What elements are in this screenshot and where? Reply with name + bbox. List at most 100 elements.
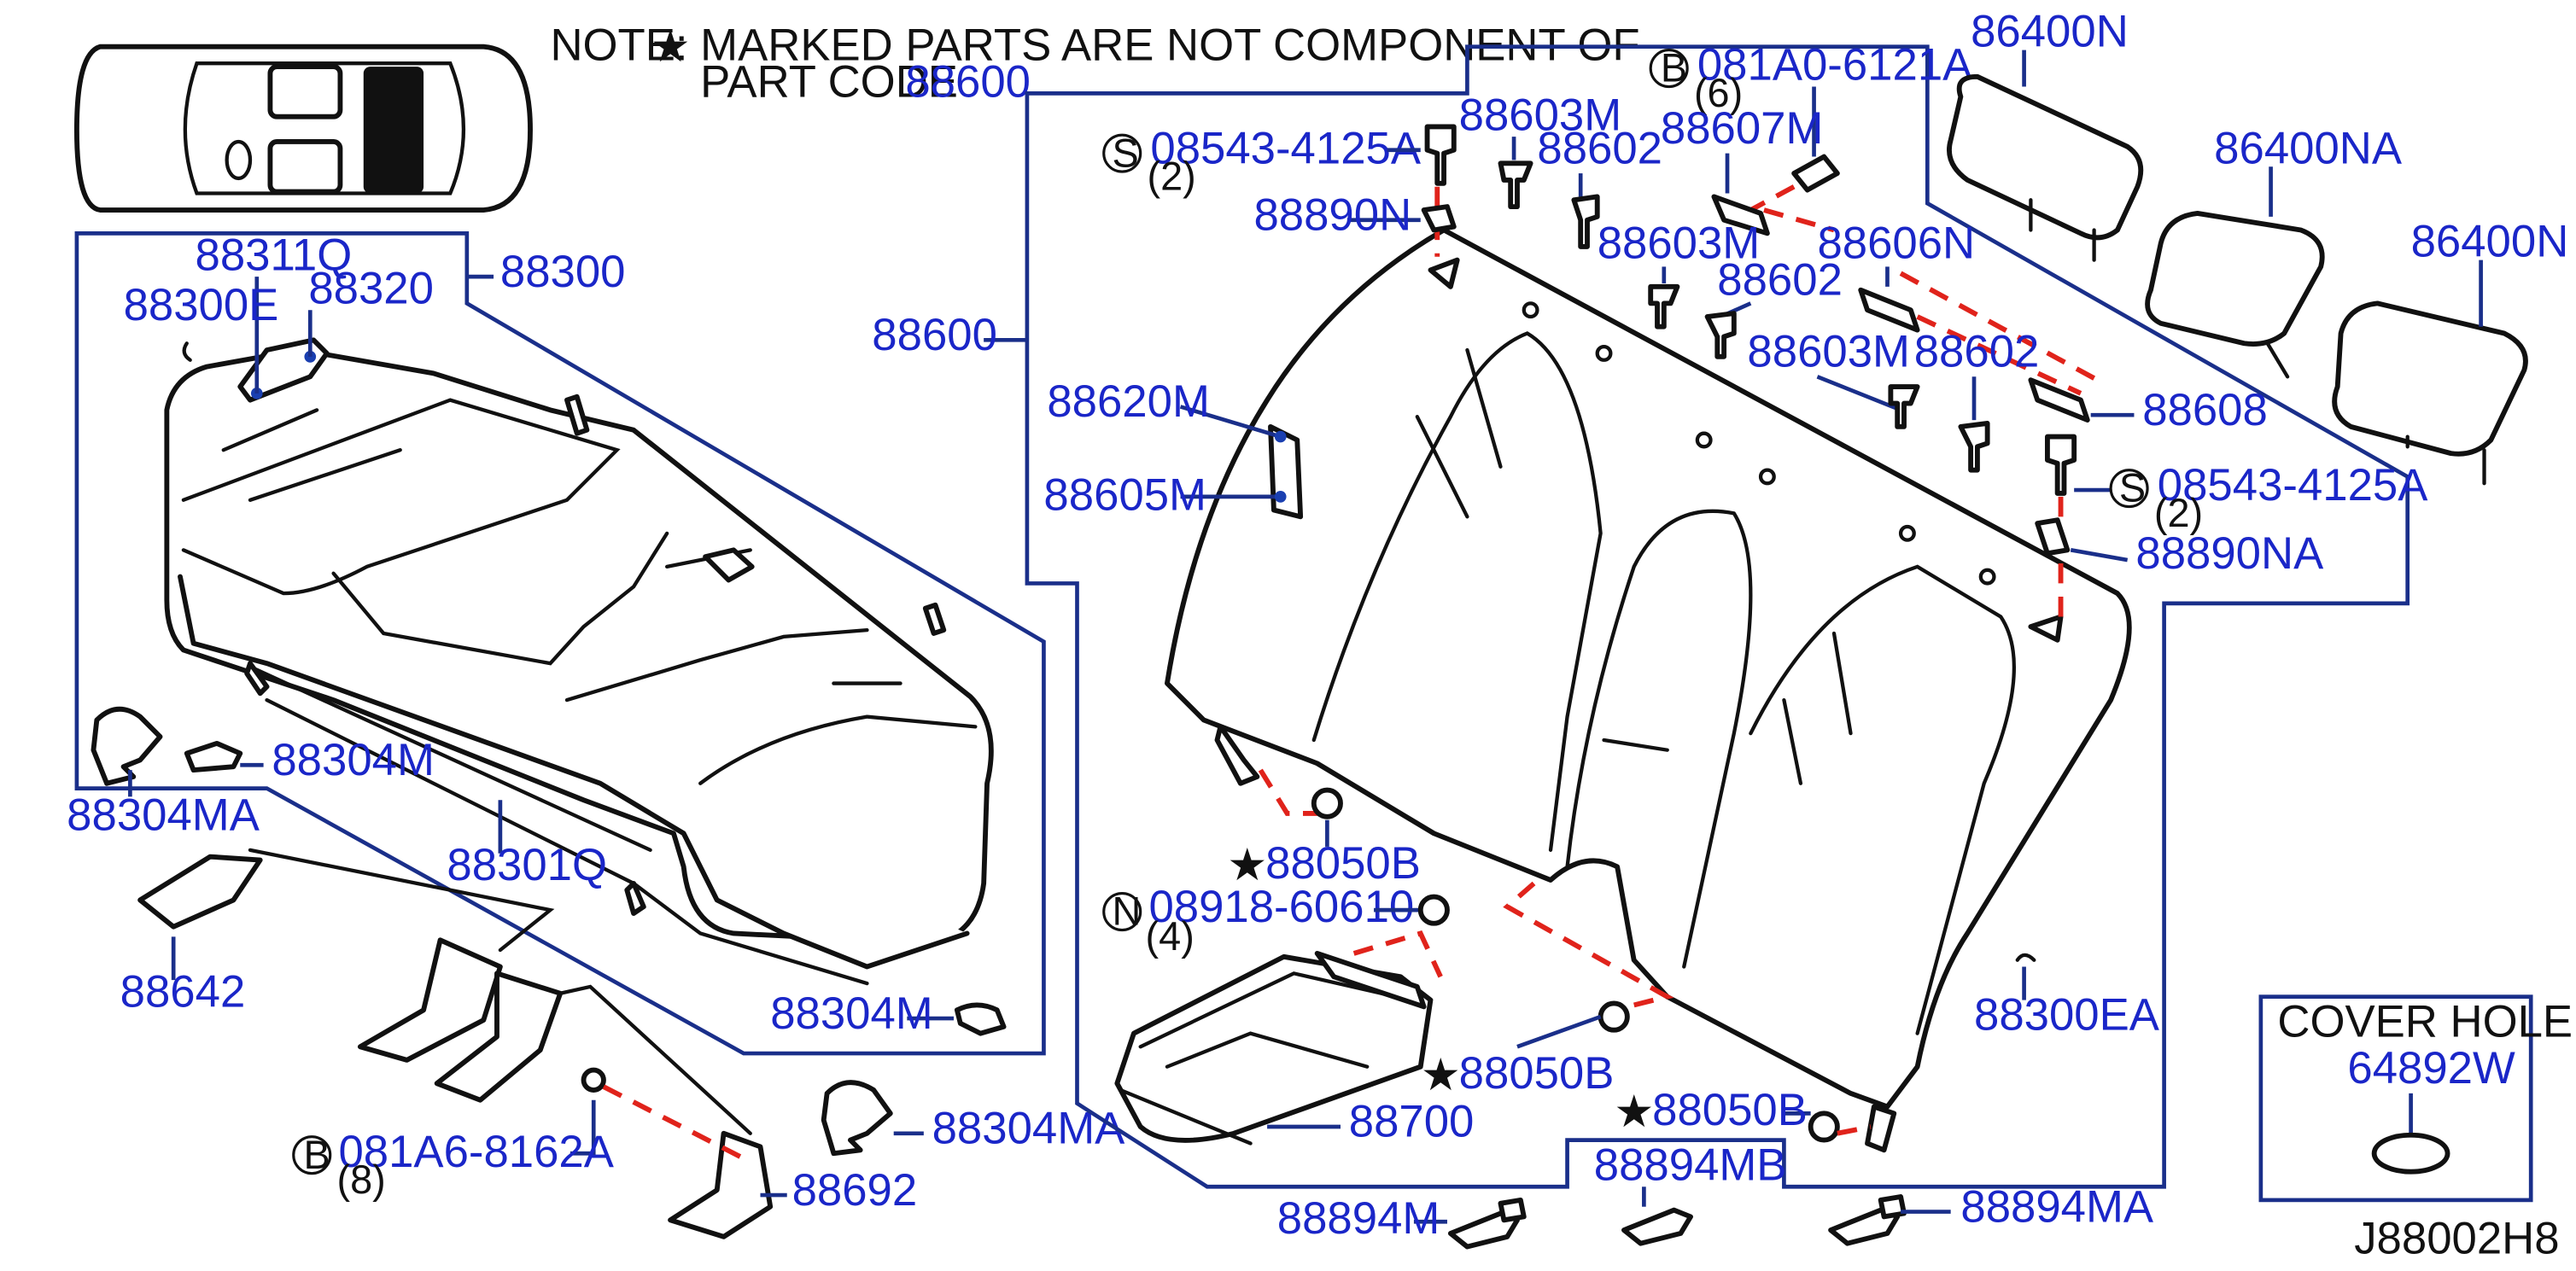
nut-icon-08918 — [1417, 894, 1450, 926]
clip-icon-88304M-a — [184, 740, 243, 773]
part-88050B-a[interactable]: 88050B — [1265, 838, 1421, 889]
part-88890NA[interactable]: 88890NA — [2135, 528, 2324, 579]
hook-icon-88304MA-b — [821, 1080, 893, 1157]
link-88050B-b — [1503, 881, 1674, 1010]
part-86400NA[interactable]: 86400NA — [2214, 123, 2403, 173]
hook-icon-88300E — [182, 341, 192, 362]
part-88605M[interactable]: 88605M — [1043, 470, 1206, 521]
part-88692[interactable]: 88692 — [792, 1165, 918, 1216]
part-88602-b[interactable]: 88602 — [1717, 255, 1843, 306]
symbol-b-081A6: B — [303, 1133, 330, 1177]
part-08918-60610[interactable]: 08918-60610 — [1148, 882, 1414, 932]
symbol-s-circle-b — [2109, 469, 2149, 509]
symbol-n-circle — [1102, 892, 1142, 932]
part-88301Q[interactable]: 88301Q — [447, 840, 607, 890]
seat-cushion-drawing — [164, 337, 994, 986]
clip-icon-88603M-c — [1888, 384, 1920, 429]
part-88600[interactable]: 88600 — [872, 310, 997, 360]
headrest-86400NA — [2145, 211, 2325, 379]
part-88603M-b[interactable]: 88603M — [1598, 219, 1761, 269]
qty-081A6: (8) — [337, 1157, 386, 1202]
leader-88890NA — [2070, 548, 2129, 563]
star-88050B-c: ★ — [1614, 1087, 1654, 1137]
part-081A6-8162A[interactable]: 081A6-8162A — [338, 1127, 614, 1177]
grommet-icon-88890N — [1421, 204, 1457, 233]
part-88642[interactable]: 88642 — [120, 966, 246, 1017]
note-prefix: NOTE: — [550, 20, 687, 70]
part-88894M[interactable]: 88894M — [1277, 1193, 1440, 1244]
clip-icon-88602-c — [1958, 421, 1990, 473]
symbol-b-081A0: B — [1661, 46, 1687, 90]
part-88300E[interactable]: 88300E — [124, 280, 279, 330]
hook-icon-88300EA — [2015, 953, 2036, 962]
part-88606N[interactable]: 88606N — [1817, 219, 1975, 269]
part-88300EA[interactable]: 88300EA — [1974, 990, 2160, 1041]
bracket-icon-88607M — [1711, 194, 1770, 236]
qty-08543-a: (2) — [1148, 155, 1196, 199]
headrest-86400N-b — [2332, 300, 2528, 486]
marker-88605M — [1274, 491, 1287, 503]
note-line2-code: 88600 — [905, 56, 1031, 107]
plug-icon-64892W — [2371, 1132, 2450, 1175]
part-88700[interactable]: 88700 — [1349, 1097, 1475, 1147]
part-88311Q[interactable]: 88311Q — [196, 230, 353, 280]
clip-icon-88894MB — [1621, 1207, 1693, 1246]
link-88050B-c — [1837, 1124, 1872, 1136]
symbol-s-b: S — [2119, 466, 2146, 510]
car-location-icon — [73, 44, 533, 213]
clip-icon-88602-a — [1571, 194, 1600, 249]
link-88607M — [1763, 207, 1835, 233]
link-88606N-b — [1916, 314, 2082, 396]
star-88050B-b: ★ — [1421, 1050, 1461, 1100]
clip-icon-88894M — [1447, 1210, 1520, 1250]
part-64892W[interactable]: 64892W — [2347, 1043, 2515, 1093]
screw-icon-08543-a — [1424, 124, 1457, 186]
clip-icon-88894MA-top — [1878, 1194, 1907, 1220]
link-081A0 — [1749, 184, 1796, 213]
part-88608[interactable]: 88608 — [2142, 385, 2268, 435]
leader-081A6 — [570, 1099, 596, 1156]
part-88890N[interactable]: 88890N — [1253, 189, 1411, 240]
grommet-icon-88890NA — [2035, 517, 2071, 557]
leader-88603M-c — [1816, 375, 1901, 412]
screw-icon-08543-b — [2044, 434, 2077, 496]
nut-icon-88050B-b — [1598, 1000, 1630, 1033]
symbol-b-circle-081A0 — [1649, 49, 1689, 89]
cover-hole-title: COVER HOLE — [2277, 997, 2573, 1047]
leader-88620M — [1179, 405, 1282, 439]
part-88602-c[interactable]: 88602 — [1914, 327, 2040, 377]
part-88620M[interactable]: 88620M — [1047, 376, 1210, 427]
part-88304MA-a[interactable]: 88304MA — [67, 790, 260, 840]
seat-back-drawing — [1165, 227, 2132, 1153]
qty-08543-b: (2) — [2154, 491, 2203, 535]
note-star: ★ — [651, 21, 691, 72]
armrest-drawing — [1114, 950, 1434, 1146]
part-88603M-a[interactable]: 88603M — [1459, 90, 1622, 140]
link-88606N-a — [1899, 271, 2099, 382]
hook-icon-88304MA-a — [91, 706, 163, 786]
part-88304MA-b[interactable]: 88304MA — [932, 1104, 1126, 1154]
part-08543-4125A-b[interactable]: 08543-4125A — [2158, 460, 2428, 510]
part-88894MA[interactable]: 88894MA — [1960, 1181, 2154, 1232]
link-88050B-a — [1258, 768, 1328, 816]
note-line2-label: PART CODE — [700, 56, 958, 107]
part-08543-4125A-a[interactable]: 08543-4125A — [1150, 123, 1421, 173]
part-88607M[interactable]: 88607M — [1661, 103, 1824, 154]
part-88304M-b[interactable]: 88304M — [770, 988, 933, 1039]
part-88300[interactable]: 88300 — [500, 247, 626, 297]
bracket-icon-88606N — [1858, 287, 1920, 333]
part-88304M-a[interactable]: 88304M — [272, 735, 435, 785]
part-88050B-c[interactable]: 88050B — [1652, 1085, 1808, 1135]
bracket-icon-88608 — [2028, 377, 2090, 423]
part-86400N-a[interactable]: 86400N — [1971, 7, 2129, 57]
clip-icon-88603M-b — [1648, 283, 1680, 329]
part-86400N-b[interactable]: 86400N — [2411, 217, 2569, 267]
part-88050B-b[interactable]: 88050B — [1459, 1048, 1615, 1099]
part-081A0-6121A[interactable]: 081A0-6121A — [1697, 40, 1973, 90]
bolt-icon-081A6 — [581, 1067, 606, 1093]
part-88320[interactable]: 88320 — [308, 263, 434, 313]
part-88602-a[interactable]: 88602 — [1537, 123, 1662, 173]
part-88603M-c[interactable]: 88603M — [1747, 327, 1910, 377]
part-88894MB[interactable]: 88894MB — [1594, 1140, 1787, 1190]
